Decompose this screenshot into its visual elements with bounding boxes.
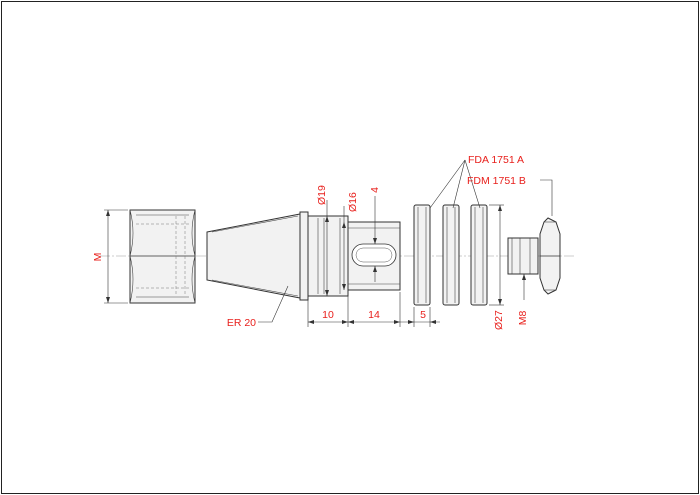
- dia-27-dimension: [489, 204, 504, 306]
- dia-27-label: Ø27: [493, 310, 505, 330]
- collet-chuck: [206, 211, 349, 301]
- length-dimensions: [307, 292, 440, 327]
- length-14-label: 14: [368, 309, 380, 321]
- slot-width-dimension: [373, 196, 377, 282]
- slot-width-label: 4: [369, 187, 381, 193]
- screw-thread-label: M8: [517, 311, 529, 326]
- nut-thread-dimension: [104, 209, 128, 304]
- length-5-label: 5: [420, 309, 426, 321]
- dia-16-dimension: [342, 206, 346, 290]
- hex-nut: [129, 209, 196, 304]
- washer-a-label: FDA 1751 A: [468, 154, 524, 166]
- svg-text:Ø19: Ø19: [316, 185, 328, 205]
- dia-16-value: 16: [347, 192, 359, 204]
- diameter-symbol: Ø: [316, 197, 328, 205]
- washer-1: [413, 204, 431, 306]
- hex-screw: [507, 217, 561, 295]
- nut-thread-label: M: [92, 253, 104, 262]
- dia-19-dimension: [325, 200, 329, 296]
- length-10-label: 10: [322, 309, 334, 321]
- dia-19-label: Ø19: [316, 185, 328, 205]
- dia-27-value: 27: [493, 310, 505, 322]
- leader-lines: [258, 159, 553, 323]
- svg-text:Ø16: Ø16: [347, 192, 359, 212]
- m8-dimension: [522, 274, 526, 300]
- dia-16-label: Ø16: [347, 192, 359, 212]
- washer-b-label: FDM 1751 B: [467, 175, 526, 187]
- washer-2: [442, 204, 460, 306]
- washer-3: [470, 204, 488, 306]
- svg-text:Ø27: Ø27: [493, 310, 505, 330]
- collet-type-label: ER 20: [227, 317, 256, 329]
- diameter-symbol: Ø: [347, 204, 359, 212]
- diameter-symbol: Ø: [493, 322, 505, 330]
- collet-type-text: ER 20: [227, 317, 256, 329]
- slotted-shaft: [347, 221, 401, 291]
- dia-19-value: 19: [316, 185, 328, 197]
